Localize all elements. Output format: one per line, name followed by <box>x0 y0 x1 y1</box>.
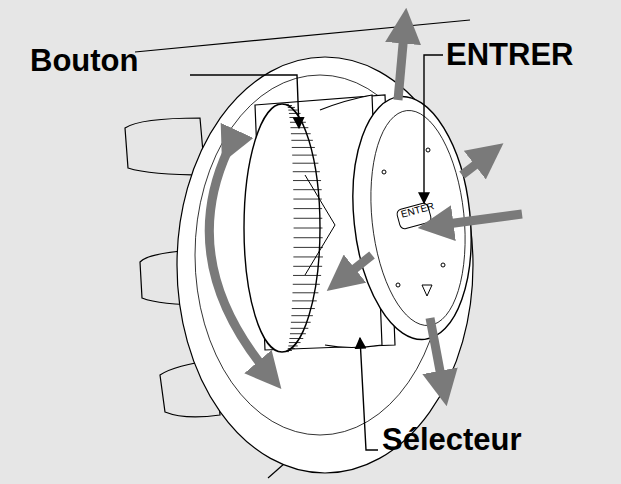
face-dot <box>426 148 430 152</box>
knurl-ridge <box>291 322 311 323</box>
knurl-ridge <box>293 284 320 285</box>
tilt-arrow <box>462 152 492 175</box>
face-dot <box>382 170 386 174</box>
knurl-ridge <box>292 155 317 156</box>
knob-facet <box>305 175 335 275</box>
part-label: Bouton <box>30 45 138 76</box>
knurl-ridge <box>291 140 312 141</box>
knurl-ridge <box>287 104 289 105</box>
push-arrow <box>432 214 522 226</box>
leader-line <box>424 55 443 203</box>
knurling <box>286 104 324 352</box>
knurl-ridge <box>292 308 315 309</box>
knurl-ridge <box>287 350 292 351</box>
tilt-arrow <box>338 255 372 282</box>
part-label: Sélecteur <box>382 424 522 455</box>
knurl-ridge <box>292 300 317 301</box>
knurl-ridge <box>292 163 318 164</box>
knurl-ridge <box>289 117 303 118</box>
knurl-ridge <box>294 218 324 219</box>
face-triangle <box>422 285 432 296</box>
knurl-ridge <box>288 348 295 349</box>
tilt-arrow <box>398 22 405 100</box>
knurl-ridge <box>293 180 321 181</box>
rotate-arrow <box>209 150 272 378</box>
knurl-ridge <box>293 275 321 276</box>
knurl-ridge <box>293 266 322 267</box>
panel-slot <box>125 118 205 175</box>
knurl-ridge <box>293 189 322 190</box>
leader-line <box>360 338 378 450</box>
knurl-ridge <box>294 237 324 238</box>
knurl-ridge <box>288 107 295 108</box>
dash-edge <box>135 20 470 52</box>
knurl-ridge <box>293 171 320 172</box>
knurl-ridge <box>290 122 306 123</box>
knurl-ridge <box>293 256 323 257</box>
knurl-ridge <box>289 342 301 343</box>
knurl-ridge <box>288 345 297 346</box>
tilt-arrow <box>430 318 444 392</box>
knurl-ridge <box>292 292 318 293</box>
knurl-ridge <box>291 133 311 134</box>
leader-line <box>190 75 299 128</box>
knurl-ridge <box>289 338 303 339</box>
knurl-ridge <box>293 199 323 200</box>
knurl-ridge <box>290 333 306 334</box>
knurl-ridge <box>291 315 312 316</box>
knurl-ridge <box>288 110 297 111</box>
face-dot <box>396 283 400 287</box>
knurl-ridge <box>292 147 315 148</box>
knurl-ridge <box>294 247 324 248</box>
knurl-ridge <box>287 351 289 352</box>
face-dot <box>441 263 445 267</box>
selector-face-inner <box>361 106 475 330</box>
knurl-ridge <box>287 105 292 106</box>
knurl-ridge <box>294 228 324 229</box>
part-label: ENTRER <box>446 39 573 70</box>
knurl-ridge <box>294 208 324 209</box>
knurl-ridge <box>290 328 308 329</box>
